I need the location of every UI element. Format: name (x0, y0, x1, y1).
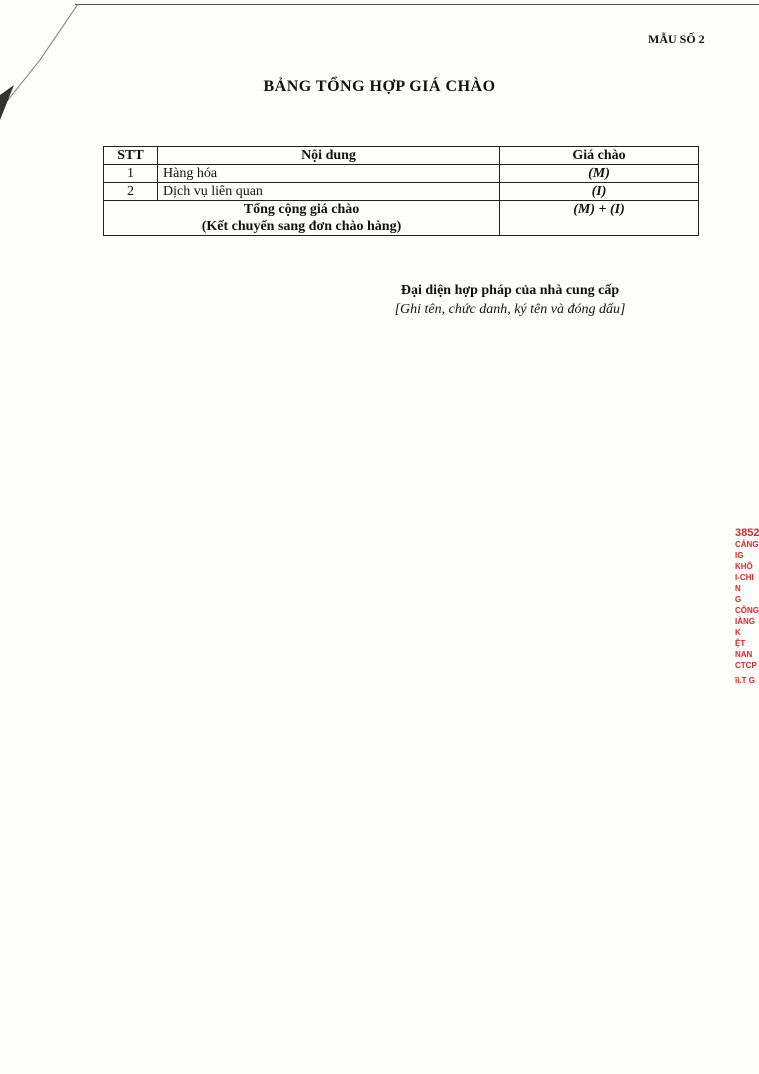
total-label-cell: Tổng cộng giá chào (Kết chuyển sang đơn … (103, 200, 500, 236)
header-content: Nội dung (157, 146, 500, 165)
red-stamp: 3852 CẢNG IG KHÔ I-CHI N G CÔNG IÀNG K Ệ… (735, 528, 759, 686)
page-title: BẢNG TỔNG HỢP GIÁ CHÀO (263, 78, 496, 95)
signature-title: Đại diện hợp pháp của nhà cung cấp (400, 283, 620, 298)
stamp-line: IÀNG K (735, 617, 755, 637)
table-row: 2 Dịch vụ liên quan (I) (103, 182, 699, 201)
table-row: 1 Hàng hóa (M) (103, 164, 699, 183)
price-summary-table: STT Nội dung Giá chào 1 Hàng hóa (M) 2 D… (103, 146, 699, 236)
total-price: (M) + (I) (499, 200, 699, 236)
stamp-line: G CÔNG (735, 595, 759, 615)
row-price: (M) (499, 164, 699, 183)
row-stt: 2 (103, 182, 158, 201)
row-price: (I) (499, 182, 699, 201)
header-stt: STT (103, 146, 158, 165)
total-sublabel: (Kết chuyển sang đơn chào hàng) (201, 219, 402, 234)
total-label: Tổng cộng giá chào (243, 202, 360, 217)
stamp-line: IG KHÔ (735, 551, 753, 571)
total-row: Tổng cộng giá chào (Kết chuyển sang đơn … (103, 200, 699, 236)
header-price: Giá chào (499, 146, 699, 165)
row-stt: 1 (103, 164, 158, 183)
scan-top-edge (75, 4, 759, 5)
form-number: MẪU SỐ 2 (648, 32, 705, 46)
signature-note: [Ghi tên, chức danh, ký tên và đóng dấu] (394, 302, 626, 317)
stamp-line: I-CHI N (735, 573, 754, 593)
row-content: Dịch vụ liên quan (157, 182, 500, 201)
row-content: Hàng hóa (157, 164, 500, 183)
scan-left-edge (0, 3, 79, 120)
stamp-line: CẢNG (735, 540, 759, 549)
signature-block: Đại diện hợp pháp của nhà cung cấp [Ghi … (340, 283, 680, 318)
stamp-line: ĩi.T G (735, 676, 755, 685)
stamp-line: CTCP (735, 661, 757, 670)
table-header-row: STT Nội dung Giá chào (103, 146, 699, 165)
stamp-line: ỆT NAN (735, 639, 753, 659)
stamp-line: 3852 (735, 527, 759, 539)
